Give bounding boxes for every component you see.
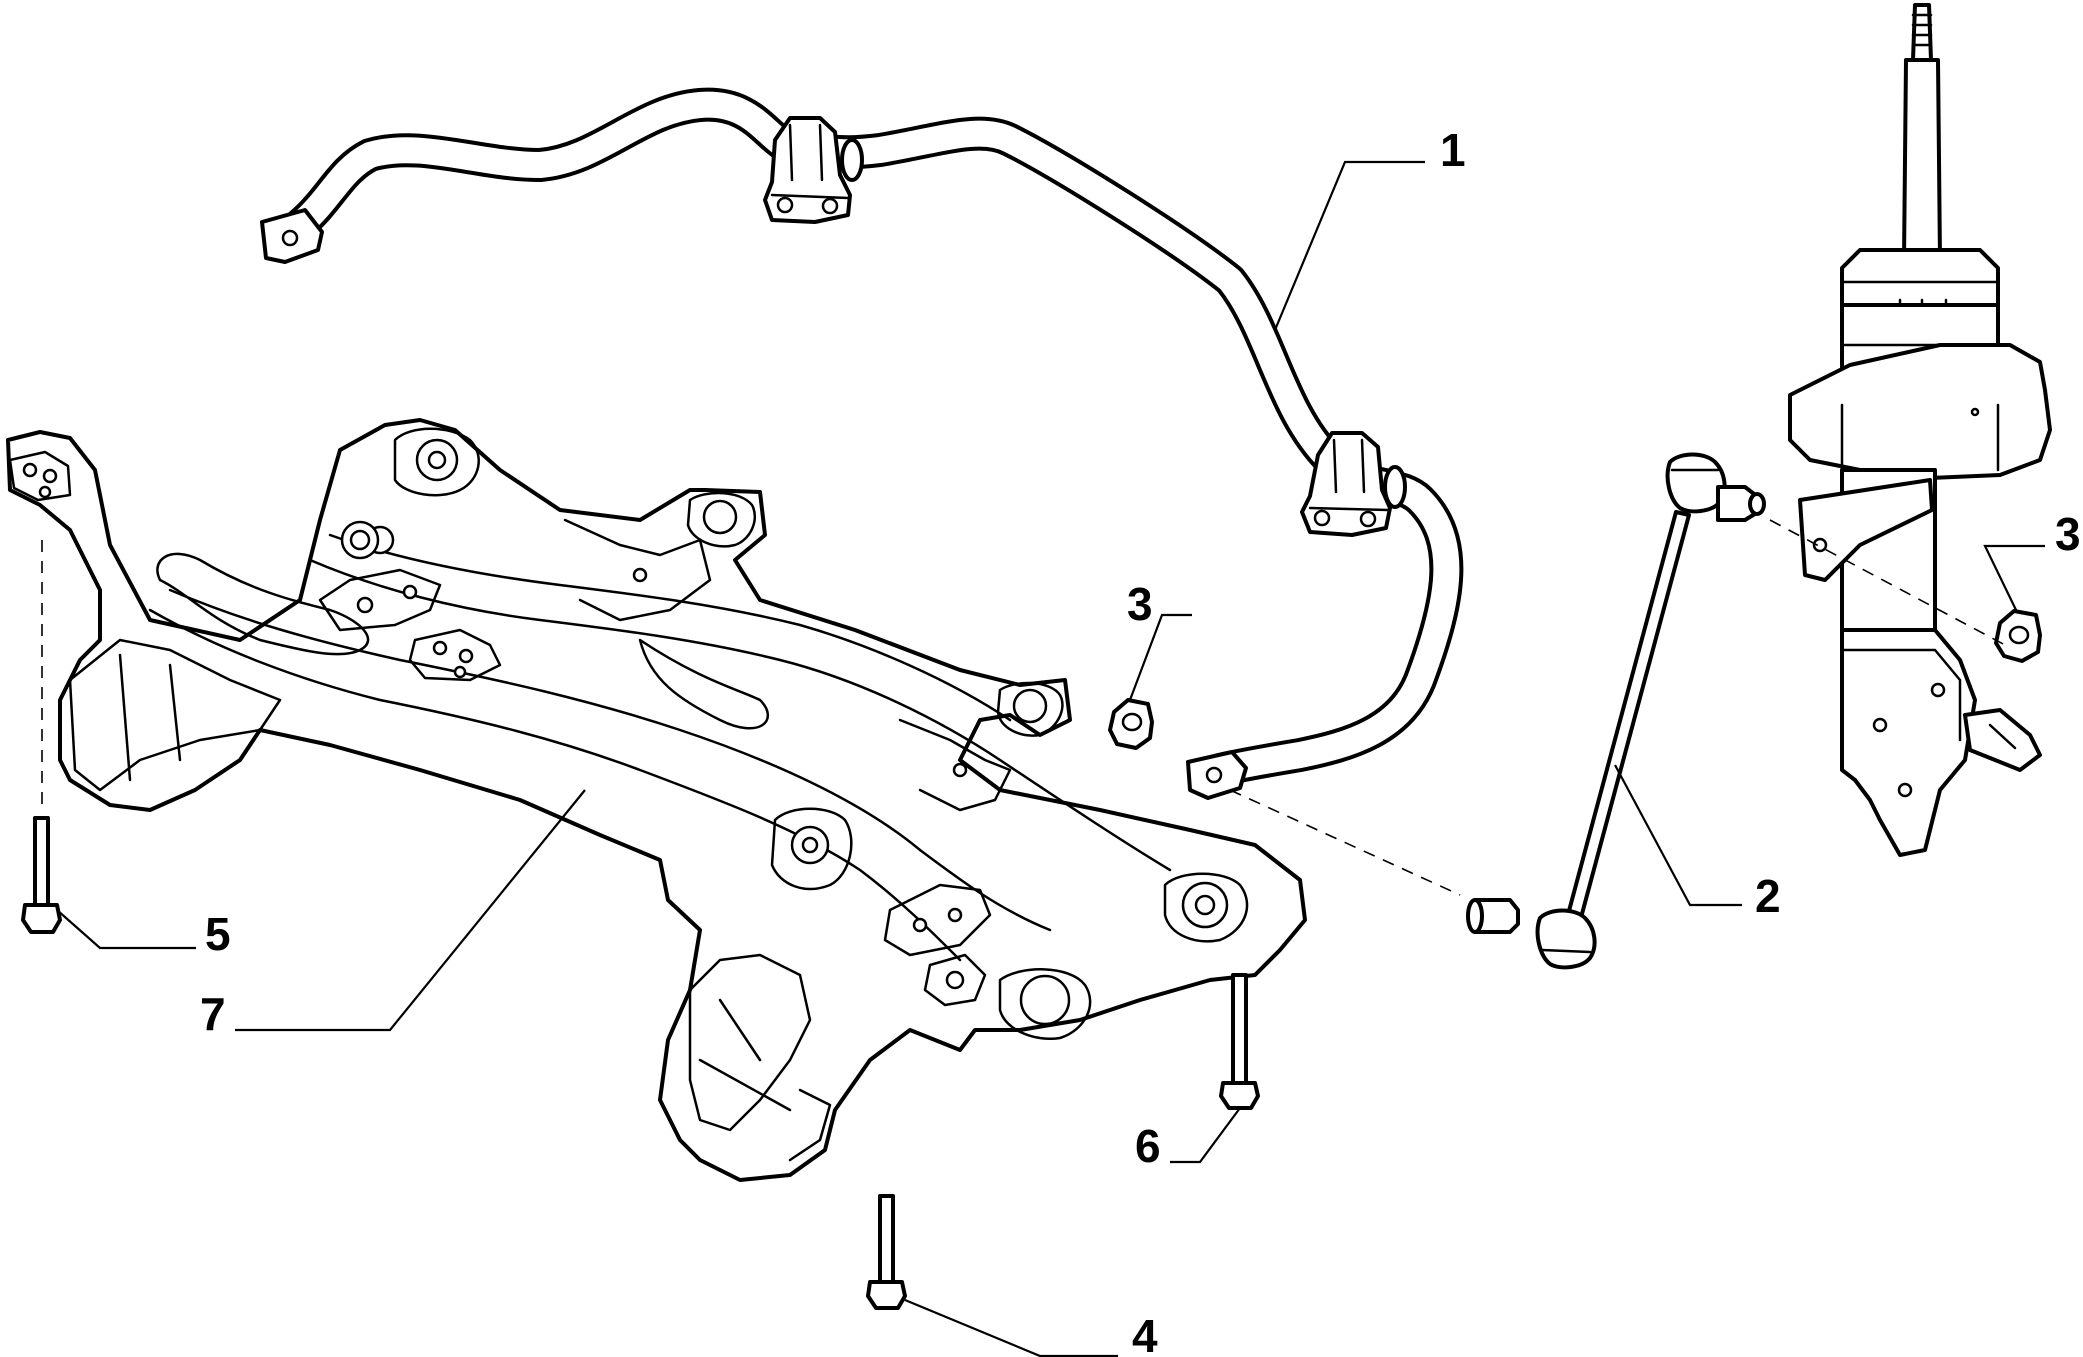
subframe-crossmember [6, 418, 1307, 1182]
nut-left [1108, 698, 1154, 750]
nut-right [1994, 609, 2042, 663]
callout-4: 4 [1132, 1310, 1158, 1357]
leader-2 [1614, 764, 1742, 907]
leader-4 [904, 1298, 1118, 1357]
callout-7: 7 [200, 988, 226, 1040]
leader-5 [56, 909, 196, 950]
callout-6: 6 [1135, 1120, 1161, 1172]
callout-3-left: 3 [1127, 578, 1153, 630]
leader-6 [1170, 1107, 1241, 1164]
leader-7 [235, 789, 586, 1032]
assembly-line-link-to-strut [1769, 519, 2006, 646]
bolt-4 [866, 1194, 907, 1310]
bolt-5 [21, 816, 62, 934]
leader-3b [1983, 544, 2045, 613]
callout-2: 2 [1755, 870, 1781, 922]
bolt-6 [1219, 973, 1260, 1110]
stabilizer-link [1466, 452, 1766, 970]
callout-5: 5 [205, 908, 231, 960]
leader-3a [1128, 613, 1192, 701]
assembly-line-link-to-bar [1229, 789, 1461, 896]
callout-3-right: 3 [2055, 508, 2081, 560]
shock-absorber-strut [1788, 3, 2052, 857]
stabilizer-bar [260, 87, 1464, 800]
callout-1: 1 [1440, 124, 1466, 176]
leader-1 [1273, 160, 1425, 331]
